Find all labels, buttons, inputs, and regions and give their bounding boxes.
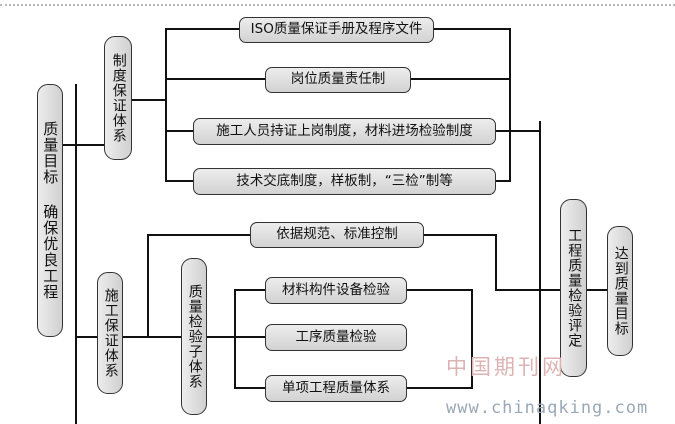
quality-evaluation-node: 工程质量检验评定 (560, 199, 587, 377)
technical-disclosure-box: 技术交底制度，样板制，“三检”制等 (193, 168, 496, 195)
standard-control-box: 依据规范、标准控制 (250, 222, 424, 248)
watermark-url: www.chinaqking.com (446, 398, 649, 418)
process-inspection-box: 工序质量检验 (265, 324, 407, 351)
system-guarantee-node: 制度保证体系 (104, 36, 132, 160)
post-responsibility-box: 岗位质量责任制 (265, 67, 411, 93)
iso-manual-box: ISO质量保证手册及程序文件 (239, 17, 434, 43)
top-dotted-border (0, 4, 675, 6)
construction-guarantee-node: 施工保证体系 (97, 272, 123, 394)
watermark-site-name: 中国期刊网 (446, 355, 566, 379)
material-inspection-box: 材料构件设备检验 (265, 277, 407, 304)
certification-box: 施工人员持证上岗制度，材料进场检验制度 (193, 118, 496, 145)
standard-right (423, 234, 497, 291)
quality-goal-node: 质量目标 确保优良工程 (37, 84, 63, 337)
target-achieved-node: 达到质量目标 (607, 226, 633, 356)
unit-project-box: 单项工程质量体系 (265, 375, 407, 402)
inspection-subsystem-node: 质量检验子体系 (181, 258, 207, 415)
